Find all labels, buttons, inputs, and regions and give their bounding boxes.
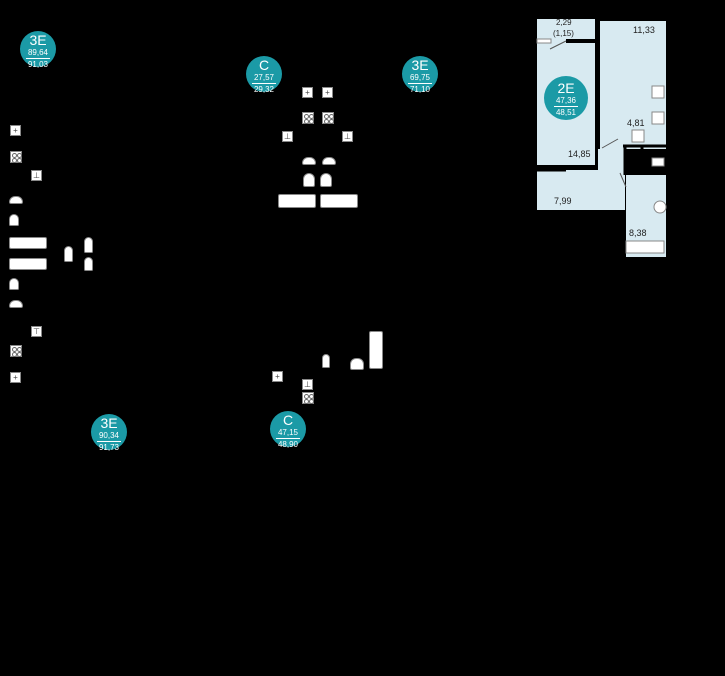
apartment-badge-2e[interactable]: 2E 47,36 48,51 [544,76,588,120]
divider [276,438,300,439]
sink [651,85,665,99]
room-area-bathroom: 8,38 [629,228,647,238]
apartment-type: 3E [100,415,118,431]
apartment-type: 2E [557,80,575,96]
toilet [651,157,665,167]
washbasin-icon [320,173,332,187]
sink-icon: + [322,87,333,98]
apartment-area-total: 91,03 [27,60,49,69]
washbasin-icon [350,358,364,370]
corridor-area [598,149,626,175]
apartment-badge-c-b[interactable]: С 47,15 48,90 [270,411,306,449]
bathtub-icon [320,194,358,208]
apartment-2e-plan[interactable] [530,15,670,260]
door-swing [601,138,619,149]
bathtub-icon [278,194,316,208]
divider [97,441,121,442]
apartment-area-living: 27,57 [253,73,275,82]
apartment-area-living: 69,75 [409,73,431,82]
apartment-badge-c-a[interactable]: С 27,57 29,32 [246,56,282,94]
bathtub-icon [369,331,383,369]
apartment-area-total: 29,32 [253,85,275,94]
sink-icon: + [10,125,21,136]
divider [554,106,578,107]
sink-icon: ⊥ [31,170,42,181]
sink-icon: + [272,371,283,382]
apartment-type: С [282,412,294,428]
apartment-area-living: 89,64 [27,48,49,57]
apartment-area-living: 47,36 [555,96,577,105]
apartment-badge-3e-b[interactable]: 3E 69,75 71,10 [402,56,438,94]
stove-icon [10,151,22,163]
apartment-area-living: 47,15 [277,428,299,437]
apartment-type: 3E [29,32,47,48]
room-area-living: 14,85 [568,149,591,159]
sink-icon: ⊥ [342,131,353,142]
washbasin [653,200,667,214]
room-area-balcony-reduced: (1,15) [553,29,574,38]
sink-icon: + [10,372,21,383]
apartment-area-total: 48,51 [555,108,577,117]
apartment-badge-3e-c[interactable]: 3E 90,34 91,73 [91,414,127,452]
door-swing [619,172,627,188]
toilet-icon [9,300,23,308]
toilet-icon [322,354,330,368]
room-area-kitchen: 7,99 [554,196,572,206]
divider [26,58,50,59]
apartment-badge-3e-a[interactable]: 3E 89,64 91,03 [20,31,56,69]
toilet-icon [322,157,336,165]
room-area-corridor: 4,81 [627,118,645,128]
apartment-type: 3E [411,57,429,73]
sink-icon: ⊥ [282,131,293,142]
stove-icon [302,112,314,124]
washbasin-icon [84,237,93,253]
bedroom-area [600,21,666,149]
apartment-area-total: 71,10 [409,85,431,94]
bathtub [625,240,665,254]
stove-icon [302,392,314,404]
sink-icon: + [302,87,313,98]
toilet-icon [9,278,19,290]
toilet-icon [9,196,23,204]
sink [631,129,645,143]
divider [408,83,432,84]
toilet-icon [302,157,316,165]
sink-icon: ⊤ [31,326,42,337]
toilet-icon [9,214,19,226]
washbasin-icon [64,246,73,262]
apartment-area-total: 48,90 [277,440,299,449]
stove [651,111,665,125]
stove-icon [10,345,22,357]
apartment-type: С [258,57,270,73]
apartment-area-living: 90,34 [98,431,120,440]
kitchen-area [537,170,625,210]
balcony-rail [536,38,552,44]
room-area-balcony: 2,29 [556,18,572,27]
stove-icon [322,112,334,124]
washbasin-icon [303,173,315,187]
divider [252,83,276,84]
apartment-area-total: 91,73 [98,443,120,452]
door-swing [549,40,567,50]
bathtub-icon [9,258,47,270]
sink-icon: ⊥ [302,379,313,390]
washbasin-icon [84,257,93,271]
room-area-bedroom: 11,33 [633,25,655,35]
bathtub-icon [9,237,47,249]
